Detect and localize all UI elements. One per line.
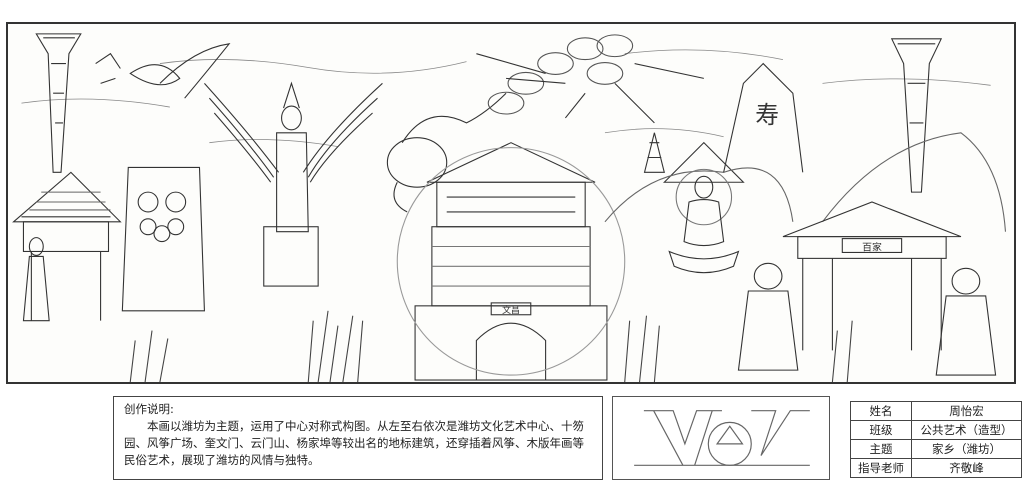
description-title: 创作说明: <box>124 402 174 416</box>
name-value: 周怡宏 <box>911 401 1022 421</box>
teacher-value: 齐敬峰 <box>911 458 1022 478</box>
standing-figure <box>22 237 50 322</box>
info-row-teacher: 指导老师 齐敬峰 <box>850 458 1022 478</box>
name-label: 姓名 <box>850 401 912 421</box>
description-body: 本画以潍坊为主题，运用了中心对称式构图。从左至右依次是潍坊文化艺术中心、十笏园、… <box>124 419 584 467</box>
dragon-kite <box>386 34 704 213</box>
buddha-statue <box>668 168 740 274</box>
seal-logo <box>612 396 830 480</box>
cloud-lines <box>21 49 991 148</box>
door-gods <box>737 262 997 376</box>
theme-value: 家乡（潍坊） <box>911 439 1022 459</box>
line-drawing-artwork: 文昌 寿 <box>6 22 1016 384</box>
bird-kites <box>95 43 231 99</box>
left-pavilion <box>12 171 122 321</box>
teacher-label: 指导老师 <box>850 458 912 478</box>
class-value: 公共艺术（造型） <box>911 420 1022 440</box>
left-tower <box>35 33 82 173</box>
mountain-longevity: 寿 <box>723 62 804 173</box>
gate-plaque: 文昌 <box>502 304 520 316</box>
hill-pagodas <box>604 132 794 223</box>
creation-description: 创作说明: 本画以潍坊为主题，运用了中心对称式构图。从左至右依次是潍坊文化艺术中… <box>113 396 603 480</box>
theme-label: 主题 <box>850 439 912 459</box>
kite-figure-winged <box>204 81 383 287</box>
stone-monument <box>121 166 205 312</box>
foreground-reeds <box>129 310 853 382</box>
info-row-theme: 主题 家乡（潍坊） <box>850 439 1022 459</box>
central-gate: 文昌 <box>396 142 626 381</box>
right-tower <box>822 38 1007 232</box>
class-label: 班级 <box>850 420 912 440</box>
info-row-name: 姓名 周怡宏 <box>850 401 1022 421</box>
student-info-table: 姓名 周怡宏 班级 公共艺术（造型） 主题 家乡（潍坊） 指导老师 齐敬峰 <box>850 401 1022 478</box>
archway-plaque: 百家 <box>862 240 882 253</box>
memorial-archway: 百家 <box>782 201 962 351</box>
longevity-character: 寿 <box>755 101 779 129</box>
info-row-class: 班级 公共艺术（造型） <box>850 420 1022 440</box>
